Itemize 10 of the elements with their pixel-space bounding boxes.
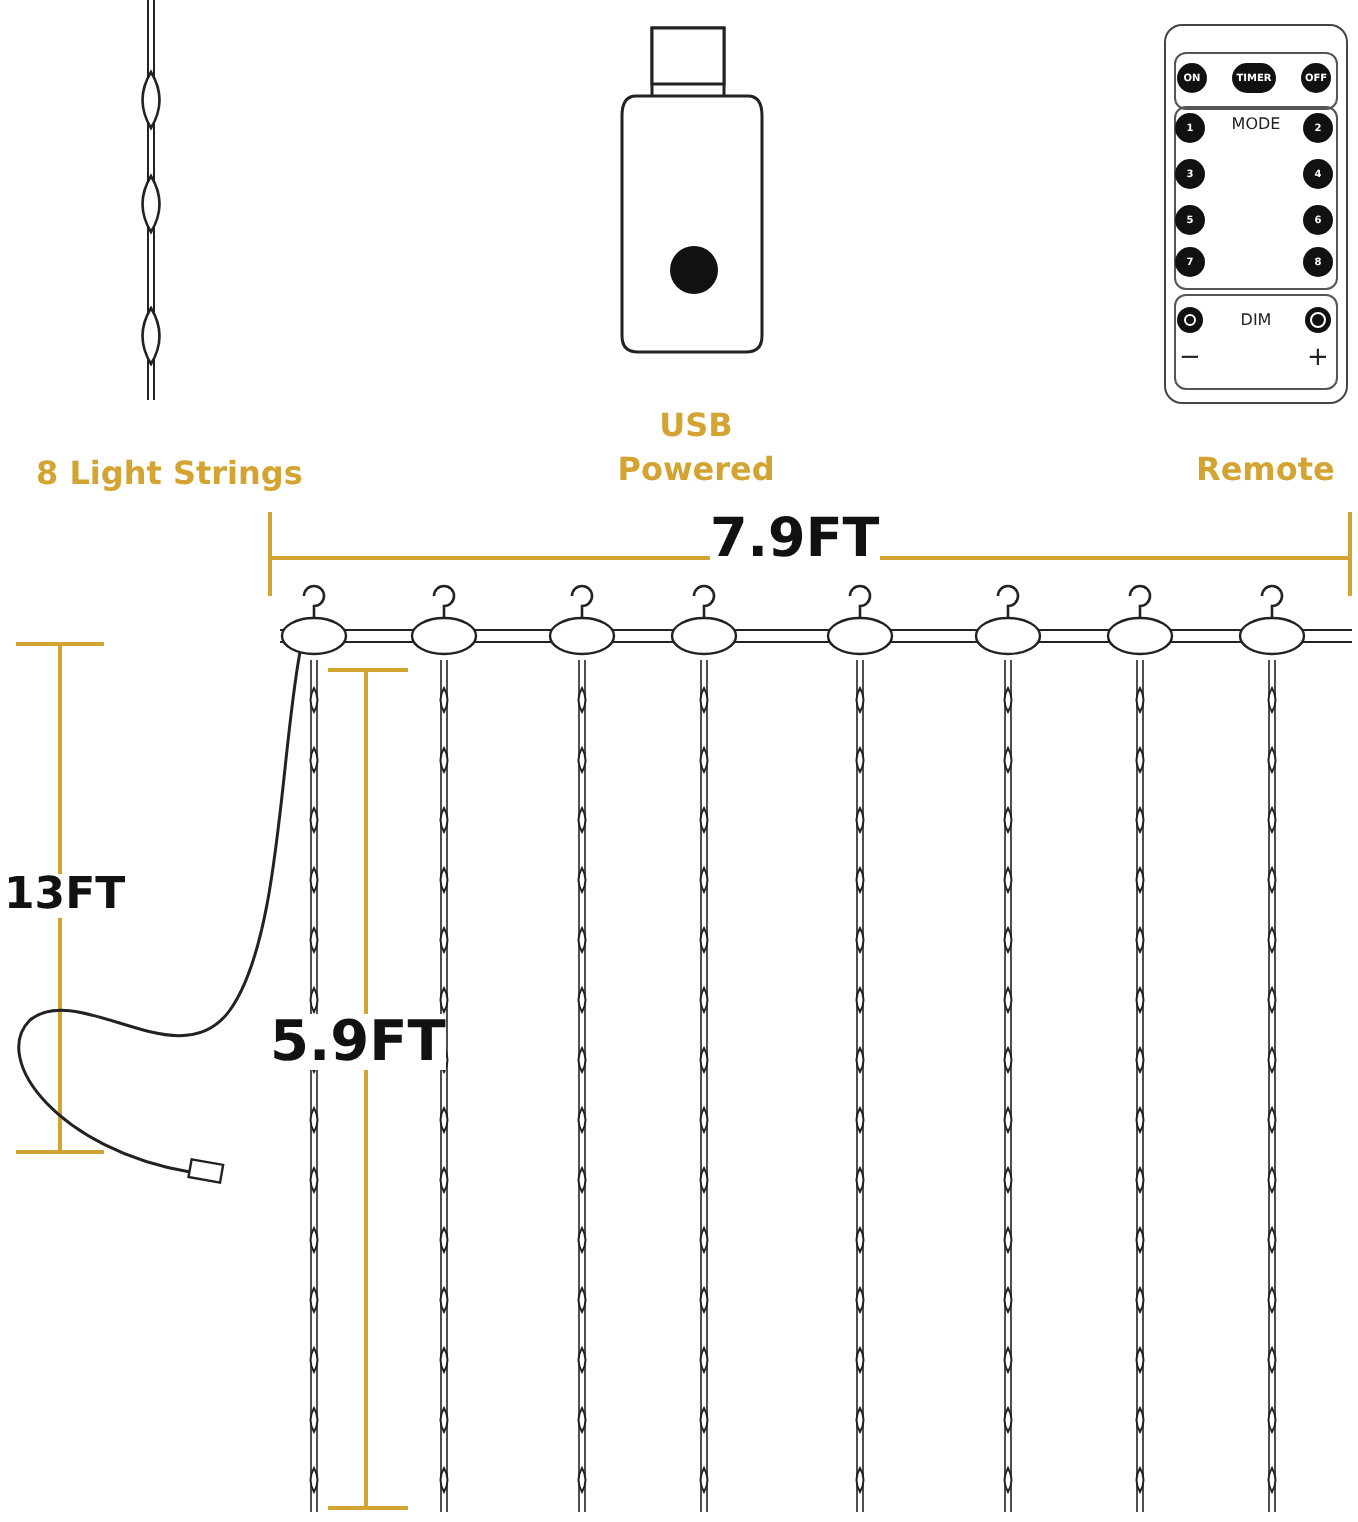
dimension-label: 7.9FT <box>710 512 880 566</box>
caption: USB Powered <box>615 404 777 492</box>
mode-label: MODE <box>1231 115 1281 133</box>
dimension-label: 13FT <box>4 874 126 918</box>
dimension-label: 5.9FT <box>270 1014 446 1070</box>
caption: 8 Light Strings <box>36 454 303 492</box>
plus-sign: + <box>1307 343 1329 373</box>
dim-label: DIM <box>1240 311 1272 329</box>
caption: Remote <box>1196 450 1335 488</box>
minus-sign: − <box>1179 343 1201 373</box>
